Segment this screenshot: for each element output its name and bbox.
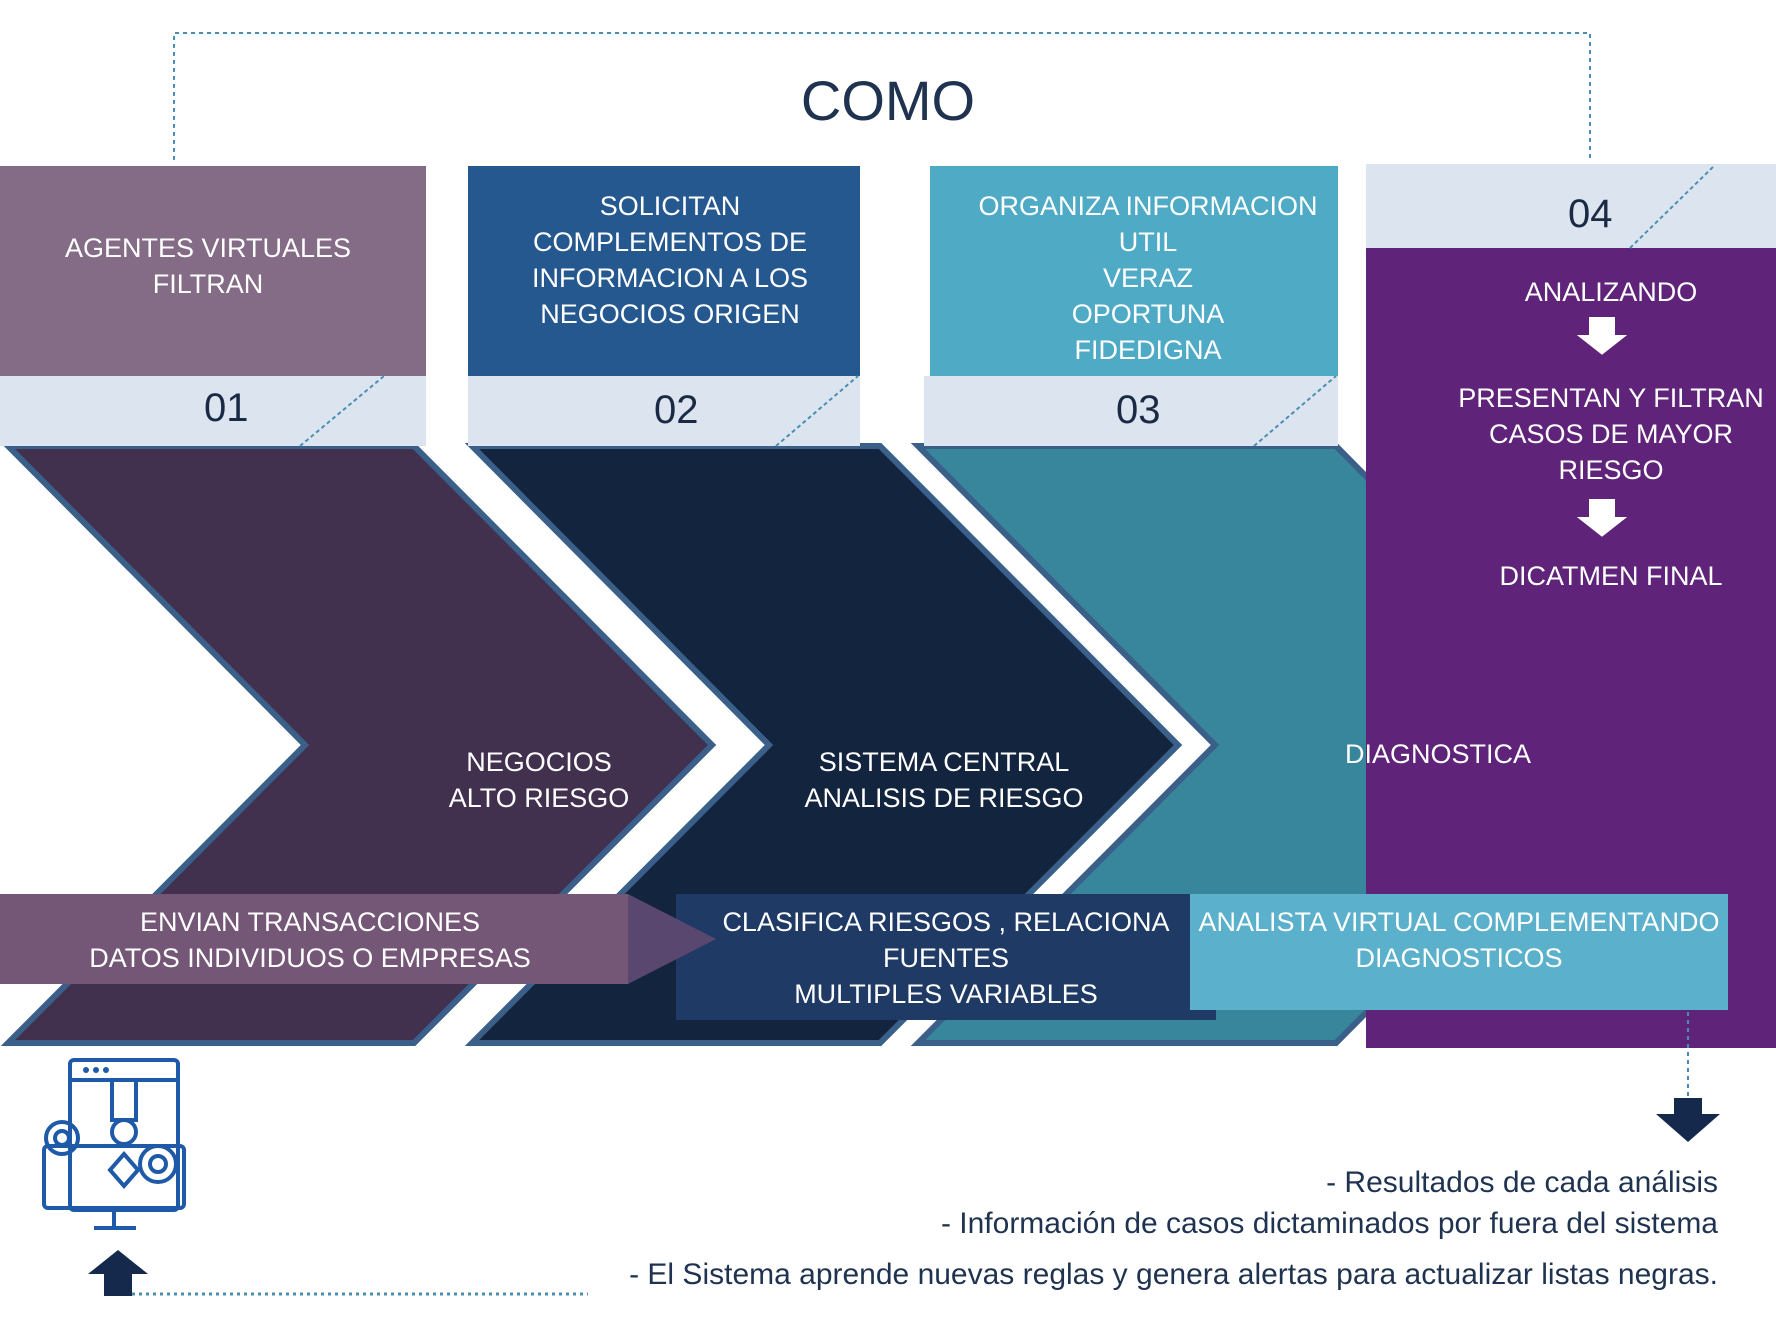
band-diagonals xyxy=(299,165,1715,447)
step2-top-box xyxy=(468,166,860,376)
top-connector-line xyxy=(173,32,1591,160)
step4-down-arrow-1 xyxy=(1572,315,1633,358)
feedback-return-line xyxy=(88,1250,588,1296)
step1-top-text: AGENTES VIRTUALES FILTRAN xyxy=(64,233,352,299)
step2-arrow-text: SISTEMA CENTRAL ANALISIS DE RIESGO xyxy=(804,747,1084,813)
step3-number-band xyxy=(924,376,1338,446)
result-connector xyxy=(1656,1012,1720,1142)
step4-number: 04 xyxy=(1568,192,1613,236)
step1-top-box xyxy=(0,166,426,376)
step2-bottom-box xyxy=(676,894,1216,1020)
step3-arrow-text: DIAGNOSTICA xyxy=(1344,739,1532,769)
step4-item-2: PRESENTAN Y FILTRAN CASOS DE MAYOR RIESG… xyxy=(1458,383,1764,485)
step3-top-box xyxy=(930,166,1338,376)
monitor-gear-icon xyxy=(42,1058,186,1230)
step1-bottom-box xyxy=(0,894,628,984)
step4-down-arrow-2 xyxy=(1572,497,1633,540)
step1-arrow-text: NEGOCIOS ALTO RIESGO xyxy=(448,747,630,813)
footnote-2: - Información de casos dictaminados por … xyxy=(940,1207,1718,1240)
step3-bottom-box xyxy=(1190,894,1728,1010)
footnote-1: - Resultados de cada análisis xyxy=(1326,1166,1718,1199)
step3-number: 03 xyxy=(1116,388,1161,432)
diagram-title: COMO xyxy=(800,69,976,132)
step1-bottom-arrowhead xyxy=(628,894,716,984)
step1-bottom-text: ENVIAN TRANSACCIONES DATOS INDIVIDUOS O … xyxy=(89,907,531,973)
step1-number-band xyxy=(0,376,426,446)
step2-bottom-text: CLASIFICA RIESGOS , RELACIONA FUENTES MU… xyxy=(722,907,1170,1009)
chevron-1 xyxy=(0,443,717,1046)
chevron-2 xyxy=(464,443,1183,1046)
step2-top-text: SOLICITAN COMPLEMENTOS DE INFORMACION A … xyxy=(531,191,809,329)
step4-item-1: ANALIZANDO xyxy=(1524,277,1698,307)
step4-number-band xyxy=(1366,164,1776,248)
step4-item-3: DICATMEN FINAL xyxy=(1499,561,1723,591)
step3-bottom-text: ANALISTA VIRTUAL COMPLEMENTANDO DIAGNOST… xyxy=(1198,907,1720,973)
step1-number: 01 xyxy=(204,386,249,430)
step2-number: 02 xyxy=(654,388,699,432)
step2-number-band xyxy=(468,376,860,446)
step3-top-text: ORGANIZA INFORMACION UTIL VERAZ OPORTUNA… xyxy=(978,191,1318,365)
footnote-3: - El Sistema aprende nuevas reglas y gen… xyxy=(629,1258,1718,1291)
